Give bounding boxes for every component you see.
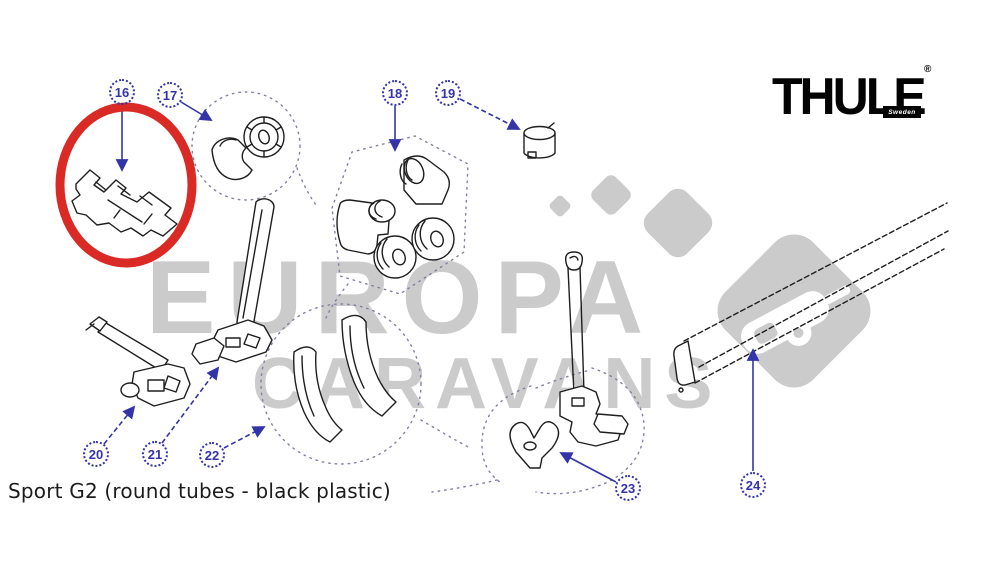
logo-diamond-medium <box>591 175 631 215</box>
red-highlight-ellipse <box>55 102 197 268</box>
callout-17-number: 17 <box>162 87 178 103</box>
parts-line-art <box>71 116 949 469</box>
leader-arrows <box>103 98 760 483</box>
callout-21-number: 21 <box>147 446 163 462</box>
boundary-part-17 <box>191 91 301 201</box>
part-22-jaws <box>293 314 397 443</box>
part-16-bracket <box>71 169 178 237</box>
boundary-part-23-right <box>535 367 645 495</box>
callout-16-number: 16 <box>114 84 130 100</box>
callout-17: 17 <box>157 82 183 108</box>
boundary-part-18 <box>331 135 469 295</box>
callout-18: 18 <box>382 80 408 106</box>
callout-20-number: 20 <box>88 446 104 462</box>
callout-24: 24 <box>740 472 766 498</box>
part-24-tube <box>673 202 949 393</box>
callout-20: 20 <box>83 441 109 467</box>
callout-18-number: 18 <box>387 85 403 101</box>
callout-23-number: 23 <box>620 480 636 496</box>
callout-22-number: 22 <box>204 447 220 463</box>
callout-16: 16 <box>109 79 135 105</box>
callout-21: 21 <box>142 441 168 467</box>
callout-22: 22 <box>199 442 225 468</box>
part-23-rod-and-clips <box>509 251 629 469</box>
callout-24-number: 24 <box>745 477 761 493</box>
europa-caravans-logo-mark <box>549 175 871 388</box>
part-17-saddle-and-knob <box>211 116 285 181</box>
boundary-part-23-tail <box>431 479 498 493</box>
part-20-arm-and-clamp <box>85 316 191 407</box>
connector-dots-2 <box>325 283 349 319</box>
callout-19: 19 <box>435 80 461 106</box>
diagram-caption: Sport G2 (round tubes - black plastic) <box>8 479 391 503</box>
connector-dots-3 <box>420 419 471 449</box>
boundary-part-23-left <box>481 385 532 483</box>
leader-20 <box>103 405 136 445</box>
thule-logo: THULE ® Sweden <box>772 64 942 125</box>
logo-diamond-large <box>643 188 713 258</box>
leader-22 <box>223 426 266 449</box>
part-19-cylinder <box>523 122 556 159</box>
callout-23: 23 <box>615 475 641 501</box>
connector-dots-1 <box>296 167 319 209</box>
leader-23 <box>559 452 617 483</box>
part-21-arm-and-clamp <box>191 198 275 365</box>
part-18-fittings <box>336 155 455 279</box>
leader-19 <box>459 98 521 130</box>
logo-diamond-small <box>549 195 571 217</box>
registered-trademark-icon: ® <box>924 64 932 75</box>
leader-17 <box>180 101 213 121</box>
logo-caravan-cutout <box>741 285 851 354</box>
thule-tagline: Sweden <box>883 106 921 118</box>
boundary-part-23-top <box>535 369 591 389</box>
callout-19-number: 19 <box>440 85 456 101</box>
watermark-line2: CARAVANS <box>252 344 722 424</box>
cluster-boundaries <box>191 91 645 495</box>
boundary-part-22 <box>260 303 422 465</box>
